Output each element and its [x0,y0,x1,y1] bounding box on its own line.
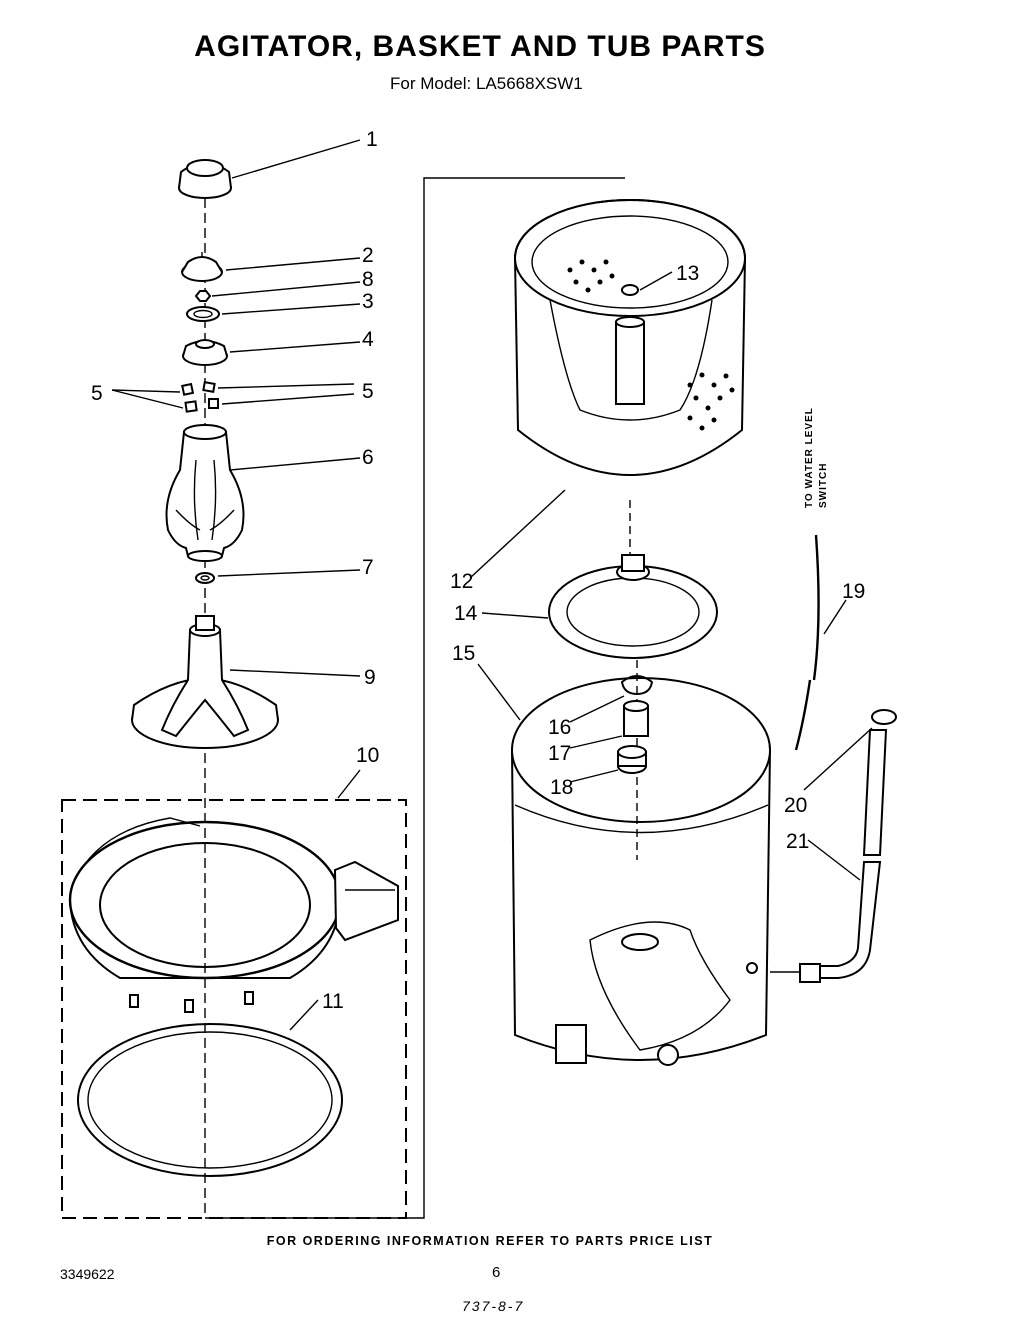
page-number: 6 [492,1264,501,1281]
callout-1: 1 [366,128,378,151]
cam-part [181,252,223,282]
callout-5-right: 5 [362,380,374,403]
callout-20: 20 [784,794,807,817]
handwritten-code: 737-8-7 [462,1298,525,1314]
side-note-line2: SWITCH [818,463,829,508]
callout-8: 8 [362,268,374,291]
page-title: AGITATOR, BASKET AND TUB PARTS [194,30,766,63]
callout-9: 9 [364,666,376,689]
callout-18: 18 [550,776,573,799]
drain-hose-part [770,729,888,983]
tub-seal-part [617,745,647,774]
callout-3: 3 [362,290,374,313]
model-subtitle: For Model: LA5668XSW1 [390,74,583,93]
wash-basket-part [514,199,746,476]
small-seal-part [195,572,215,584]
ordering-note: FOR ORDERING INFORMATION REFER TO PARTS … [266,1234,714,1248]
side-note-line1: TO WATER LEVEL [804,407,815,508]
hose-clamp-part [871,709,897,725]
agitator-base-part [131,615,279,749]
callout-16: 16 [548,716,571,739]
callout-numbers: 1 2 8 3 4 5 5 6 7 9 10 11 12 13 14 15 16… [91,128,865,1013]
document-number: 3349622 [60,1266,115,1282]
bearing-part [623,700,649,737]
callout-13: 13 [676,262,699,285]
callout-2: 2 [362,244,374,267]
agitator-dogs-part [181,381,219,413]
tub-ring-part [68,817,399,1013]
air-hose-part [794,534,820,751]
water-level-switch-note: TO WATER LEVEL SWITCH [804,407,829,508]
callout-7: 7 [362,556,374,579]
callout-6: 6 [362,446,374,469]
callout-10: 10 [356,744,379,767]
callout-14: 14 [454,602,478,625]
agitator-body-part [165,424,245,562]
spring-part [194,290,212,302]
callout-17: 17 [548,742,571,765]
callout-15: 15 [452,642,475,665]
assembly-bracket-line [205,177,625,1219]
callout-12: 12 [450,570,473,593]
callout-4: 4 [362,328,374,351]
callout-21: 21 [786,830,809,853]
callout-5-left: 5 [91,382,103,405]
ring-part [186,306,220,322]
tub-gasket-part [77,1023,343,1177]
leader-lines [111,139,873,1031]
callout-19: 19 [842,580,865,603]
retainer-clip-part [620,675,654,696]
clutch-part [182,339,228,366]
agitator-cap-part [178,159,232,199]
basket-drive-hub-part [548,554,718,659]
callout-11: 11 [322,990,344,1013]
